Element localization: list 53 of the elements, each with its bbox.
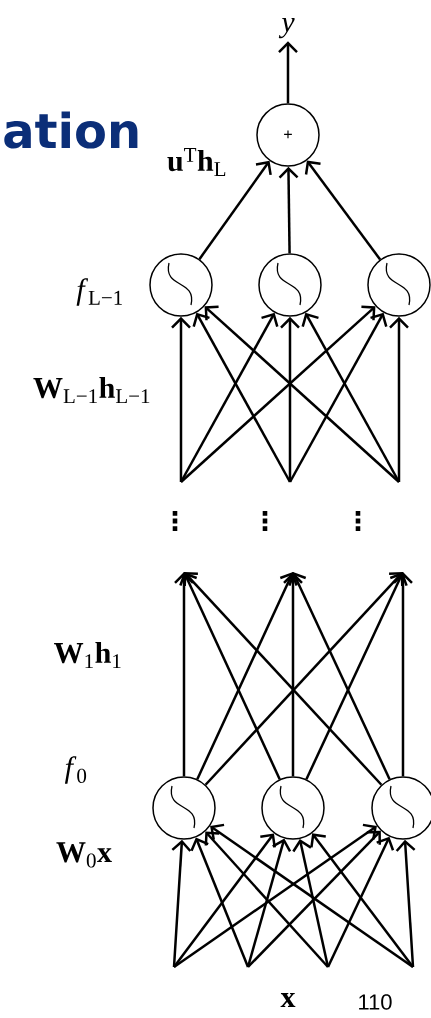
arrow (393, 572, 413, 777)
arrow (389, 316, 409, 482)
arrow (395, 839, 416, 968)
arrow (179, 572, 281, 780)
slide-title: ation (4, 111, 138, 149)
arrow (304, 160, 382, 261)
arrow (301, 312, 401, 483)
arrow (183, 572, 383, 786)
arrow (190, 837, 250, 968)
arrow (173, 823, 377, 969)
arrow (210, 823, 414, 969)
arrow (192, 312, 292, 483)
activation-circle (152, 776, 216, 840)
arrow (278, 166, 299, 254)
arrow (288, 312, 388, 483)
arrow (204, 305, 400, 483)
activation-circle (371, 776, 431, 840)
activation-circle (367, 253, 431, 317)
arrow (204, 572, 404, 786)
formula-label: f$_{L−1}$ (76, 278, 122, 306)
arrow (171, 316, 191, 482)
arrow (204, 831, 329, 968)
ellipsis-dots: ⋮ (355, 510, 361, 532)
arrow (292, 839, 330, 968)
formula-label: W$_{L−1}$h$_{L−1}$ (33, 376, 150, 404)
arrow (280, 316, 300, 482)
formula-label: x (280, 993, 296, 1007)
formula-label: W$_{1}$h$_{1}$ (54, 641, 121, 669)
arrow (278, 41, 298, 104)
arrow (196, 572, 298, 780)
arrow (173, 833, 276, 968)
arrow (288, 572, 391, 780)
ellipsis-dots: ⋮ (172, 510, 178, 532)
arrow (283, 572, 303, 777)
arrow (198, 160, 272, 260)
arrow (180, 305, 376, 483)
arrow (310, 833, 414, 968)
arrow (174, 572, 194, 777)
arrow (305, 572, 408, 780)
formula-label: W$_{0}$x (56, 842, 112, 868)
output-label: y (278, 17, 295, 39)
arrow (171, 839, 192, 968)
activation-circle (149, 253, 213, 317)
formula-label: u$^{T}$h$_{L}$ (167, 148, 226, 176)
arrow (247, 830, 381, 968)
page-number: 110 (359, 994, 392, 1010)
ellipsis-dots: ⋮ (262, 510, 268, 532)
arrow (326, 836, 395, 968)
activation-circle (258, 253, 322, 317)
formula-label: f$_{0}$ (64, 756, 87, 784)
arrow (246, 838, 292, 968)
activation-circle (261, 776, 325, 840)
arrow (179, 312, 279, 483)
